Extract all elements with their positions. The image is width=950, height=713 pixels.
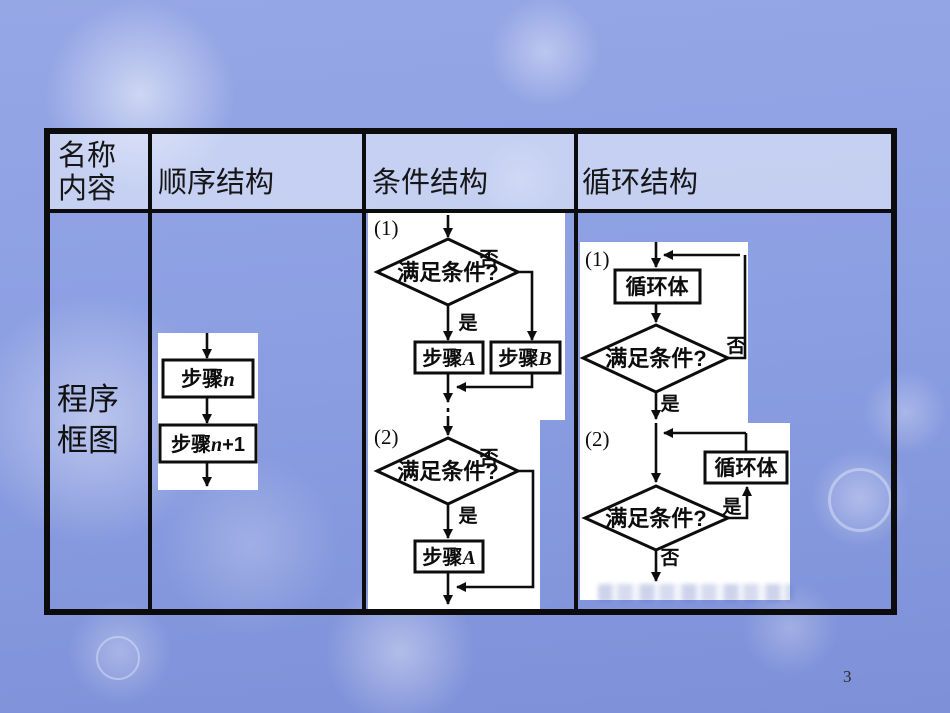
loop-case1-label: (1): [585, 247, 610, 271]
yes-branch-line: [728, 504, 749, 520]
step-n1-label: 步骤n+1: [171, 433, 245, 456]
condition-image-background: [368, 213, 565, 609]
no-branch-line: [460, 469, 535, 589]
yes-label: 是: [660, 393, 679, 415]
loop-body-label: 循环体: [626, 275, 690, 299]
grid-line-vertical-3: [574, 134, 578, 609]
step-n-label: 步骤n: [181, 367, 235, 391]
loop-body-box: [613, 268, 702, 305]
loop-body-label: 循环体: [715, 456, 779, 480]
header-loop-label: 循环结构: [582, 167, 699, 199]
row-label-program-flowchart: 程序 框图: [57, 379, 119, 461]
row-label-line2: 框图: [57, 423, 119, 458]
step-b-label: 步骤B: [498, 347, 551, 370]
header-cell-loop: [578, 134, 891, 209]
decision-label: 满足条件?: [605, 506, 706, 531]
decision-label: 满足条件?: [397, 459, 498, 484]
loop-body-box: [703, 450, 789, 485]
decision-label: 满足条件?: [397, 260, 498, 285]
yes-label: 是: [722, 496, 741, 518]
step-b-box: [489, 340, 562, 375]
row-label-line1: 程序: [57, 382, 119, 417]
no-label: 否: [478, 448, 498, 469]
step-a-label: 步骤A: [422, 347, 475, 370]
no-label: 否: [478, 249, 498, 270]
structures-table: 名称 内容 顺序结构 条件结构 循环结构 程序 框图 步骤n 步骤n+1 (1)…: [44, 128, 897, 615]
step-a-box: [413, 539, 485, 574]
no-label: 否: [659, 548, 679, 569]
header-cell-sequence: [152, 134, 362, 209]
merge-line: [460, 373, 534, 389]
no-label: 否: [725, 336, 745, 357]
header-name-content: 名称 内容: [58, 140, 116, 206]
grid-line-vertical-1: [148, 134, 152, 609]
loop-flowchart: (1) 循环体 满足条件? 否 是 (2) 循环体 满足条件? 是 否: [580, 242, 790, 600]
grid-line-header-separator: [50, 209, 891, 213]
header-sequence-label: 顺序结构: [158, 167, 275, 199]
loop-case2-label: (2): [585, 427, 610, 451]
yes-label: 是: [458, 312, 477, 334]
header-content-line: 内容: [58, 173, 117, 205]
step-a-label: 步骤A: [422, 546, 475, 569]
loopback-line: [728, 255, 747, 360]
header-cell-name: [50, 134, 148, 209]
watermark-smudge: [598, 584, 794, 602]
header-condition-label: 条件结构: [372, 167, 489, 199]
condition-case2-label: (2): [374, 425, 399, 449]
page-number: 3: [843, 667, 852, 686]
decision-label: 满足条件?: [605, 346, 706, 371]
no-branch-line: [518, 270, 534, 326]
header-cell-condition: [366, 134, 574, 209]
condition-flowchart: (1) 满足条件? 否 是 步骤A 步骤B (2) 满足条件? 否 是 步骤A: [368, 213, 565, 609]
condition-case1-label: (1): [374, 216, 399, 240]
background-bubble: [96, 636, 140, 680]
grid-line-vertical-2: [362, 134, 366, 609]
header-name-line: 名称: [58, 140, 117, 172]
yes-label: 是: [458, 505, 477, 527]
sequence-flowchart: 步骤n 步骤n+1: [158, 333, 258, 490]
background-bubble: [828, 468, 892, 532]
step-a-box: [413, 340, 485, 375]
